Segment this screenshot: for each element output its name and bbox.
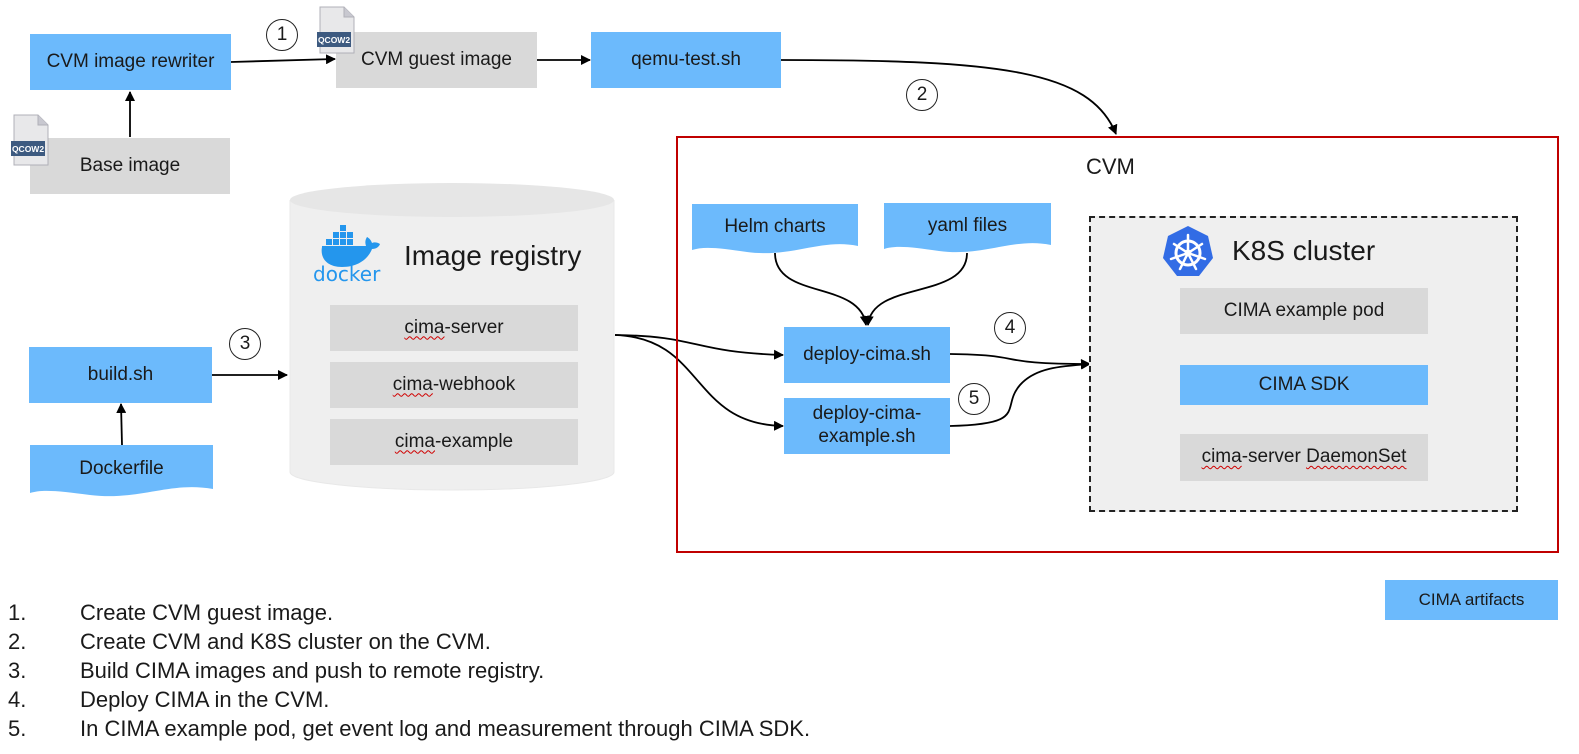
arrow-dockerfile-to-build [116, 403, 127, 446]
step-marker-3: 3 [229, 328, 261, 360]
arrow-helm-to-deploy [774, 252, 870, 326]
cvm-image-rewriter-node: CVM image rewriter [30, 34, 231, 90]
arrow-rewriter-to-guest [230, 54, 336, 65]
deploy-cima-example-label: deploy-cima- example.sh [812, 403, 922, 447]
arrow-qemu-to-cvm [780, 59, 1118, 135]
qcow2-badge-text: QCOW2 [318, 35, 350, 45]
docker-logo-icon [321, 225, 380, 267]
base-image-label: Base image [79, 154, 181, 176]
arrow-registry-to-deploy [614, 334, 784, 360]
arrow-deploy-to-k8s [949, 353, 1091, 369]
kubernetes-helm-wheel-icon [1163, 226, 1213, 276]
cima-word: cima [394, 430, 435, 452]
document-shape [30, 445, 213, 497]
document-shape [692, 204, 858, 254]
cvm-title: CVM [1086, 154, 1135, 179]
step-number-2: 2. [8, 629, 27, 654]
cvm-container [676, 136, 1559, 553]
cima-example-pod-label: CIMA example pod [1223, 299, 1385, 321]
cima-word: cima [404, 316, 445, 338]
registry-image-cima-webhook: cima-webhook [330, 362, 578, 408]
deploy-cima-node: deploy-cima.sh [784, 327, 950, 383]
registry-image-cima-server: cima-server [330, 305, 578, 351]
cima-server-daemonset-node: cima-server DaemonSet [1180, 434, 1428, 481]
step-text-2: Create CVM and K8S cluster on the CVM. [80, 629, 491, 654]
step-number-1: 1. [8, 600, 27, 625]
registry-image-cima-example: cima-example [330, 419, 578, 465]
cima-sdk-label: CIMA SDK [1258, 373, 1350, 395]
docker-logo-text: docker [313, 262, 381, 286]
helm-charts-label: Helm charts [724, 215, 826, 237]
document-shape [884, 203, 1051, 253]
base-image-node: Base image [30, 138, 230, 194]
qcow2-badge-text: QCOW2 [12, 144, 44, 154]
step-marker-5: 5 [958, 383, 990, 415]
step-number-4: 4. [8, 687, 27, 712]
build-sh-node: build.sh [29, 347, 212, 403]
image-registry-title: Image registry [404, 240, 582, 271]
step-text-4: Deploy CIMA in the CVM. [80, 687, 330, 712]
k8s-cluster-title: K8S cluster [1232, 235, 1376, 266]
daemonset-word: DaemonSet [1306, 446, 1407, 468]
cima-word: cima [392, 373, 433, 395]
qemu-test-label: qemu-test.sh [631, 48, 741, 70]
step-text-1: Create CVM guest image. [80, 600, 334, 625]
cima-example-pod-node: CIMA example pod [1180, 288, 1428, 334]
helm-charts-node: Helm charts [692, 204, 858, 256]
cvm-guest-image-label: CVM guest image [360, 48, 512, 70]
step-text-3: Build CIMA images and push to remote reg… [80, 658, 545, 683]
legend-cima-artifacts: CIMA artifacts [1385, 580, 1558, 620]
legend-label: CIMA artifacts [1418, 589, 1525, 609]
arrow-yaml-to-deploy [863, 252, 968, 326]
build-sh-label: build.sh [87, 363, 154, 385]
deploy-cima-example-node: deploy-cima- example.sh [784, 398, 950, 454]
step-number-5: 5. [8, 716, 27, 741]
step-marker-4: 4 [994, 312, 1026, 344]
cvm-image-rewriter-label: CVM image rewriter [46, 50, 215, 72]
qemu-test-node: qemu-test.sh [591, 32, 781, 88]
qcow2-file-icon: QCOW2 [11, 114, 49, 166]
arrow-registry-to-deploy-example [614, 334, 784, 431]
arrow-deploy-example-to-k8s [949, 359, 1091, 427]
step-marker-1: 1 [266, 19, 298, 51]
cima-sdk-node: CIMA SDK [1180, 365, 1428, 405]
dockerfile-label: Dockerfile [79, 457, 164, 479]
step-number-3: 3. [8, 658, 27, 683]
yaml-files-label: yaml files [927, 214, 1008, 236]
step-text-5: In CIMA example pod, get event log and m… [80, 716, 811, 741]
yaml-files-node: yaml files [884, 203, 1051, 255]
qcow2-file-icon: QCOW2 [317, 6, 355, 54]
deploy-cima-label: deploy-cima.sh [803, 343, 931, 365]
dockerfile-node: Dockerfile [30, 445, 213, 499]
cima-word: cima [1201, 446, 1242, 468]
step-marker-2: 2 [906, 79, 938, 111]
cvm-guest-image-node: CVM guest image [336, 32, 537, 88]
